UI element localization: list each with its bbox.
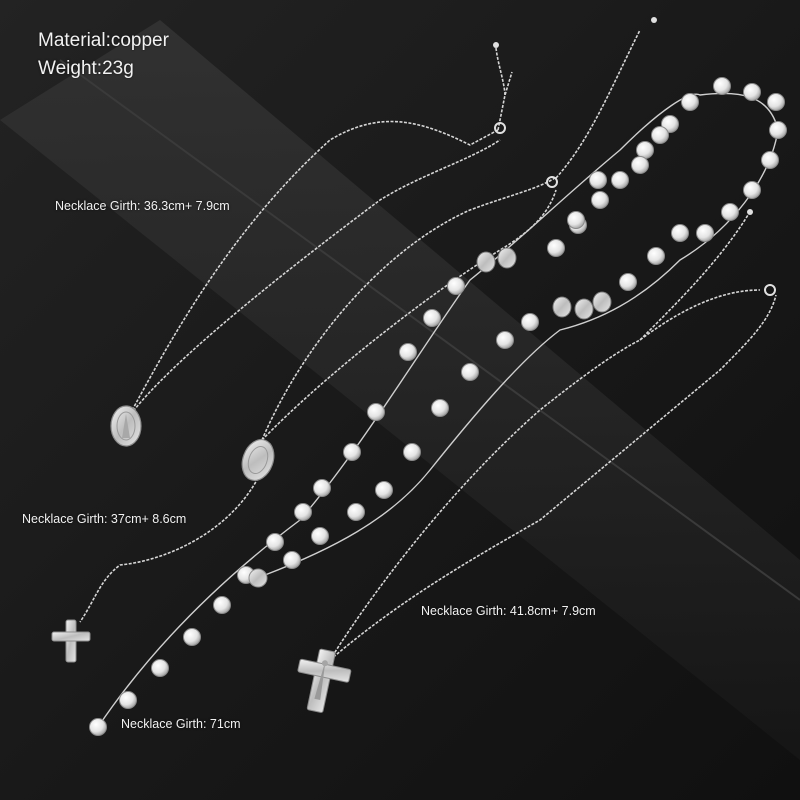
pearl-bead bbox=[713, 77, 731, 95]
pearl-bead bbox=[696, 224, 714, 242]
pearl-bead bbox=[343, 443, 361, 461]
girth-label-necklace-1: Necklace Girth: 36.3cm+ 7.9cm bbox=[55, 199, 230, 213]
girth-label-necklace-3: Necklace Girth: 41.8cm+ 7.9cm bbox=[421, 604, 596, 618]
pearl-bead bbox=[721, 203, 739, 221]
pearl-bead bbox=[213, 596, 231, 614]
material-label: Material:copper bbox=[38, 30, 169, 51]
pearl-bead bbox=[151, 659, 169, 677]
pearl-bead bbox=[375, 481, 393, 499]
necklace-2-clasp bbox=[546, 17, 657, 188]
pearl-bead bbox=[89, 718, 107, 736]
pearl-bead bbox=[496, 331, 514, 349]
necklace-3-clasp bbox=[747, 209, 776, 296]
pearl-bead bbox=[423, 309, 441, 327]
pearl-bead bbox=[591, 191, 609, 209]
rosary-pearls bbox=[89, 77, 787, 736]
pearl-bead bbox=[313, 479, 331, 497]
pearl-bead bbox=[681, 93, 699, 111]
pearl-bead bbox=[743, 83, 761, 101]
pearl-bead bbox=[631, 156, 649, 174]
pearl-bead bbox=[521, 313, 539, 331]
madonna-pendant-2 bbox=[241, 439, 275, 481]
pearl-bead bbox=[403, 443, 421, 461]
small-cross-pendant bbox=[51, 619, 91, 663]
pearl-bead bbox=[636, 141, 654, 159]
pearl-bead bbox=[761, 151, 779, 169]
pearl-bead bbox=[671, 224, 689, 242]
weight-label: Weight:23g bbox=[38, 58, 134, 79]
girth-label-necklace-2: Necklace Girth: 37cm+ 8.6cm bbox=[22, 512, 187, 526]
pearl-bead bbox=[547, 239, 565, 257]
pearl-bead bbox=[283, 551, 301, 569]
necklace-1-madonna bbox=[127, 71, 513, 419]
necklace-2-lariat bbox=[79, 29, 641, 623]
pearl-bead bbox=[447, 277, 465, 295]
pearl-bead bbox=[119, 691, 137, 709]
necklace-3-crucifix-chain bbox=[329, 214, 777, 661]
rosary-center-link bbox=[248, 568, 268, 588]
pearl-bead bbox=[311, 527, 329, 545]
pearl-bead bbox=[743, 181, 761, 199]
rosary-spacer-beads bbox=[476, 247, 612, 320]
pearl-bead bbox=[619, 273, 637, 291]
pearl-bead bbox=[347, 503, 365, 521]
pearl-bead bbox=[567, 211, 585, 229]
display-stand-band bbox=[0, 20, 800, 760]
band-highlight bbox=[59, 59, 800, 601]
pearl-bead bbox=[647, 247, 665, 265]
pearl-bead bbox=[589, 171, 607, 189]
necklace-1-clasp bbox=[493, 42, 506, 134]
pearl-bead bbox=[611, 171, 629, 189]
pearl-bead bbox=[266, 533, 284, 551]
crucifix-pendant bbox=[297, 648, 352, 713]
girth-label-necklace-4: Necklace Girth: 71cm bbox=[121, 717, 241, 731]
pearl-bead bbox=[461, 363, 479, 381]
pearl-bead bbox=[767, 93, 785, 111]
pearl-bead bbox=[431, 399, 449, 417]
madonna-pendant-1 bbox=[110, 405, 142, 447]
pearl-bead bbox=[399, 343, 417, 361]
pearl-bead bbox=[651, 126, 669, 144]
pearl-bead bbox=[294, 503, 312, 521]
pearl-bead bbox=[367, 403, 385, 421]
pearl-bead bbox=[769, 121, 787, 139]
pearl-bead bbox=[183, 628, 201, 646]
